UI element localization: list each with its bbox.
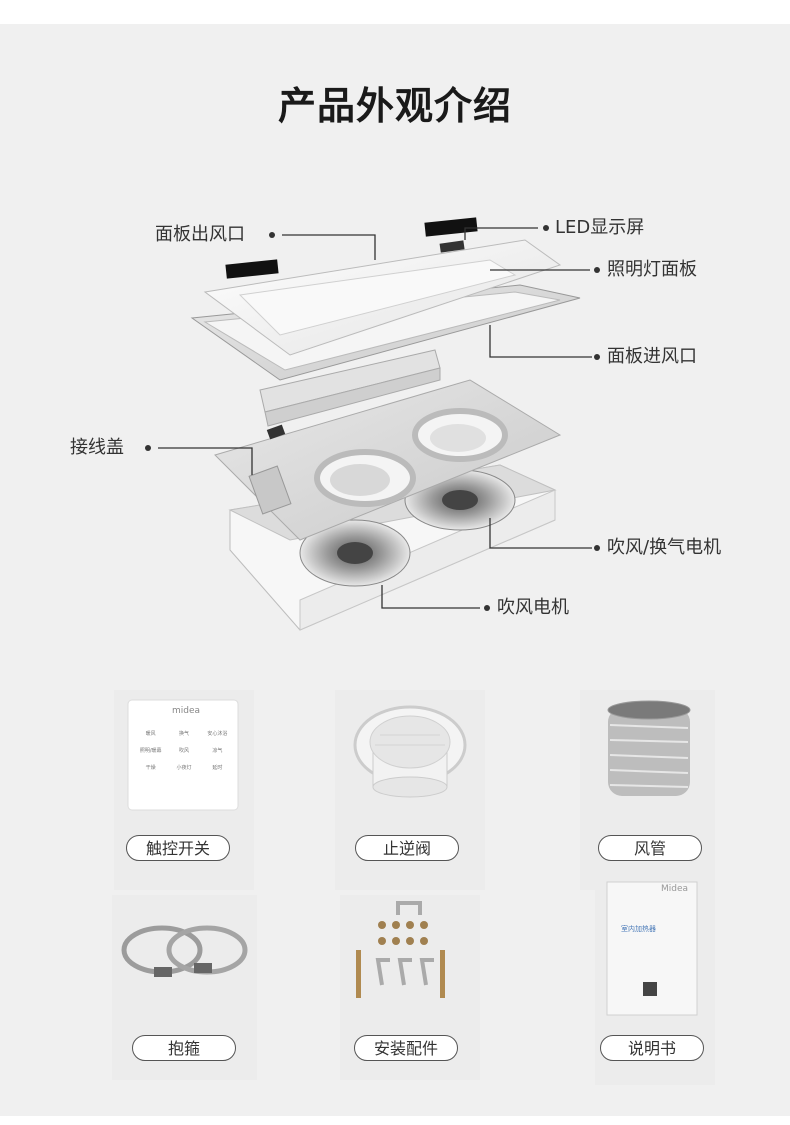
switch-button[interactable]: 安心沐浴 [207, 731, 228, 737]
light-panel [203, 239, 562, 356]
switch-button-grid: 暖风 换气 安心沐浴 照明/暖幕 吹风 凉气 干燥 小夜灯 延时 [134, 730, 234, 771]
duct-hose-icon [607, 700, 691, 796]
blower-fan-left [299, 519, 411, 587]
accessory-label-touch-switch: 触控开关 [126, 835, 230, 861]
switch-button[interactable]: 小夜灯 [176, 765, 192, 771]
accessory-label-hose-clamp: 抱箍 [132, 1035, 236, 1061]
page-title: 产品外观介绍 [277, 84, 512, 128]
switch-button[interactable]: 暖风 [145, 731, 156, 737]
switch-button[interactable]: 凉气 [212, 748, 223, 754]
accessory-label-check-valve: 止逆阀 [355, 835, 459, 861]
switch-button[interactable]: 延时 [212, 765, 223, 771]
manual-brand: Midea [661, 884, 689, 894]
switch-brand: midea [172, 706, 201, 716]
callout-led-display: LED显示屏 [555, 217, 645, 238]
inlet-bar [259, 349, 441, 440]
accessory-label-mounting-hardware: 安装配件 [354, 1035, 458, 1061]
manual-heading: 室内加热器 [621, 925, 656, 933]
exploded-diagram [145, 217, 600, 631]
check-valve-icon [353, 705, 467, 798]
switch-button[interactable]: 换气 [178, 731, 189, 737]
switch-button[interactable]: 干燥 [145, 765, 156, 771]
callout-light-panel: 照明灯面板 [607, 259, 697, 280]
callout-blower-motor: 吹风电机 [497, 597, 569, 618]
bottom-strip [0, 1116, 790, 1125]
callout-panel-outlet: 面板出风口 [155, 224, 245, 245]
accessory-label-manual: 说明书 [600, 1035, 704, 1061]
callout-panel-inlet: 面板进风口 [607, 346, 697, 367]
manual-icon [606, 881, 698, 1016]
switch-button[interactable]: 照明/暖幕 [139, 748, 162, 754]
hose-clamp-icon [121, 925, 248, 977]
switch-button[interactable]: 吹风 [178, 748, 189, 754]
callout-wiring-cover: 接线盖 [70, 437, 124, 458]
middle-plate [214, 379, 562, 541]
accessory-label-duct-hose: 风管 [598, 835, 702, 861]
touch-switch-icon [127, 699, 239, 811]
mounting-hardware-icon [356, 901, 445, 998]
callout-blower-exhaust-motor: 吹风/换气电机 [607, 537, 722, 558]
